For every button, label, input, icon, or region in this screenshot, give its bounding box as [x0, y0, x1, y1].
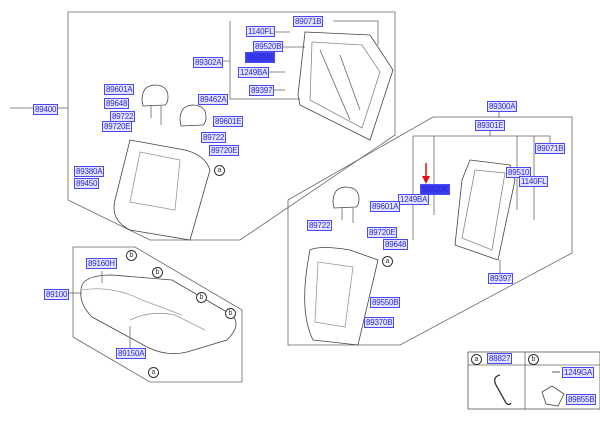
- part-label[interactable]: 89302A: [193, 57, 224, 68]
- cushion-panel: [72, 246, 243, 383]
- part-label[interactable]: 89150A: [116, 348, 147, 359]
- part-label-highlighted[interactable]: 89320K: [420, 184, 451, 195]
- part-label[interactable]: 89648: [104, 98, 130, 109]
- part-label[interactable]: 89648: [383, 239, 409, 250]
- callout-circle: b: [152, 267, 163, 278]
- callout-circle: a: [148, 367, 159, 378]
- part-label-highlighted[interactable]: 89320K: [245, 52, 276, 63]
- callout-circle: b: [225, 308, 236, 319]
- part-label[interactable]: 89370B: [364, 317, 395, 328]
- part-label[interactable]: 1249BA: [398, 194, 430, 205]
- part-label[interactable]: 88827: [487, 353, 513, 364]
- part-label[interactable]: 89510: [506, 167, 532, 178]
- part-label[interactable]: 89400: [33, 104, 59, 115]
- legend-key-a: a: [471, 354, 482, 365]
- part-label[interactable]: 89397: [249, 85, 275, 96]
- callout-circle: a: [382, 256, 393, 267]
- part-label[interactable]: 89450: [74, 178, 100, 189]
- part-label[interactable]: 89071B: [293, 16, 324, 27]
- part-label[interactable]: 89720E: [102, 121, 133, 132]
- part-label[interactable]: 89601E: [213, 116, 244, 127]
- part-label[interactable]: 89601A: [104, 84, 135, 95]
- part-label[interactable]: 89071B: [535, 143, 566, 154]
- part-label[interactable]: 89722: [307, 220, 333, 231]
- part-label[interactable]: 89520B: [253, 41, 284, 52]
- part-label[interactable]: 89380A: [74, 166, 105, 177]
- part-label[interactable]: 89160H: [86, 258, 117, 269]
- part-label[interactable]: 89720E: [209, 145, 240, 156]
- callout-circle: a: [214, 165, 225, 176]
- part-label[interactable]: 1249GA: [562, 367, 595, 378]
- callout-circle: b: [196, 292, 207, 303]
- part-label[interactable]: 89100: [44, 289, 70, 300]
- part-label[interactable]: 89601A: [370, 201, 401, 212]
- red-arrow: [422, 163, 430, 184]
- part-label[interactable]: 89720E: [367, 227, 398, 238]
- part-label[interactable]: 89722: [201, 132, 227, 143]
- part-label[interactable]: 89855B: [566, 394, 597, 405]
- part-label[interactable]: 89397: [488, 273, 514, 284]
- part-label[interactable]: 1249BA: [238, 67, 270, 78]
- part-label[interactable]: 89301E: [475, 120, 506, 131]
- part-label[interactable]: 89550B: [370, 297, 401, 308]
- part-label[interactable]: 1140FL: [246, 26, 276, 37]
- part-label[interactable]: 89300A: [487, 101, 518, 112]
- right-panel: [287, 116, 573, 346]
- callout-circle: b: [126, 250, 137, 261]
- upper-left-panel: [67, 11, 396, 241]
- legend-key-b: b: [528, 354, 539, 365]
- part-label[interactable]: 89462A: [198, 94, 229, 105]
- part-label[interactable]: 1140FL: [519, 176, 549, 187]
